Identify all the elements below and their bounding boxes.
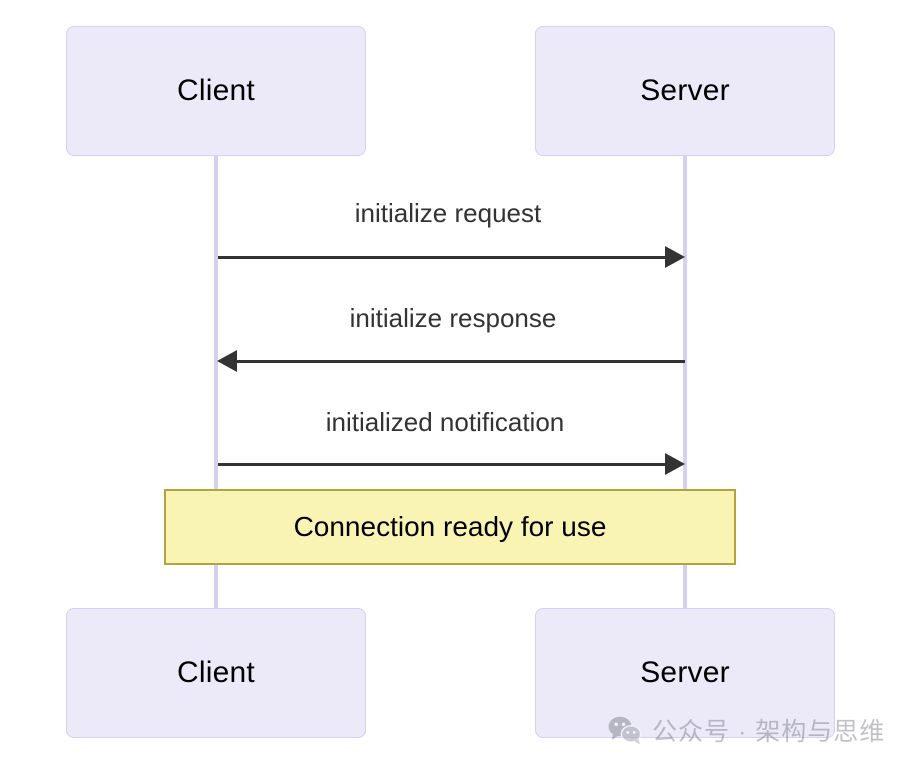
message-label-text-1: initialize request <box>354 198 542 228</box>
message-label-text-2: initialize response <box>349 303 557 333</box>
participant-box-server-top[interactable]: Server <box>535 26 835 156</box>
arrowhead-right-icon-1 <box>665 246 685 268</box>
note-connection-ready[interactable]: Connection ready for use <box>164 489 736 565</box>
participant-label-client-bottom: Client <box>177 656 255 689</box>
participant-label-server-bottom: Server <box>640 656 730 689</box>
message-label-initialize-request: initialize request <box>0 200 906 226</box>
lifeline-server <box>683 154 687 610</box>
arrowhead-right-icon-3 <box>665 453 685 475</box>
note-text: Connection ready for use <box>293 511 607 542</box>
participant-label-client-top: Client <box>177 74 255 107</box>
participant-box-client-top[interactable]: Client <box>66 26 366 156</box>
lifeline-client <box>214 154 218 610</box>
message-line-initialize-request <box>218 256 666 259</box>
message-label-text-3: initialized notification <box>325 407 565 437</box>
participant-label-server-top: Server <box>640 74 730 107</box>
message-line-initialized-notification <box>218 463 666 466</box>
arrowhead-left-icon-2 <box>217 350 237 372</box>
message-label-initialize-response: initialize response <box>0 305 906 331</box>
message-line-initialize-response <box>237 360 685 363</box>
participant-box-server-bottom[interactable]: Server <box>535 608 835 738</box>
message-label-initialized-notification: initialized notification <box>0 409 906 435</box>
participant-box-client-bottom[interactable]: Client <box>66 608 366 738</box>
